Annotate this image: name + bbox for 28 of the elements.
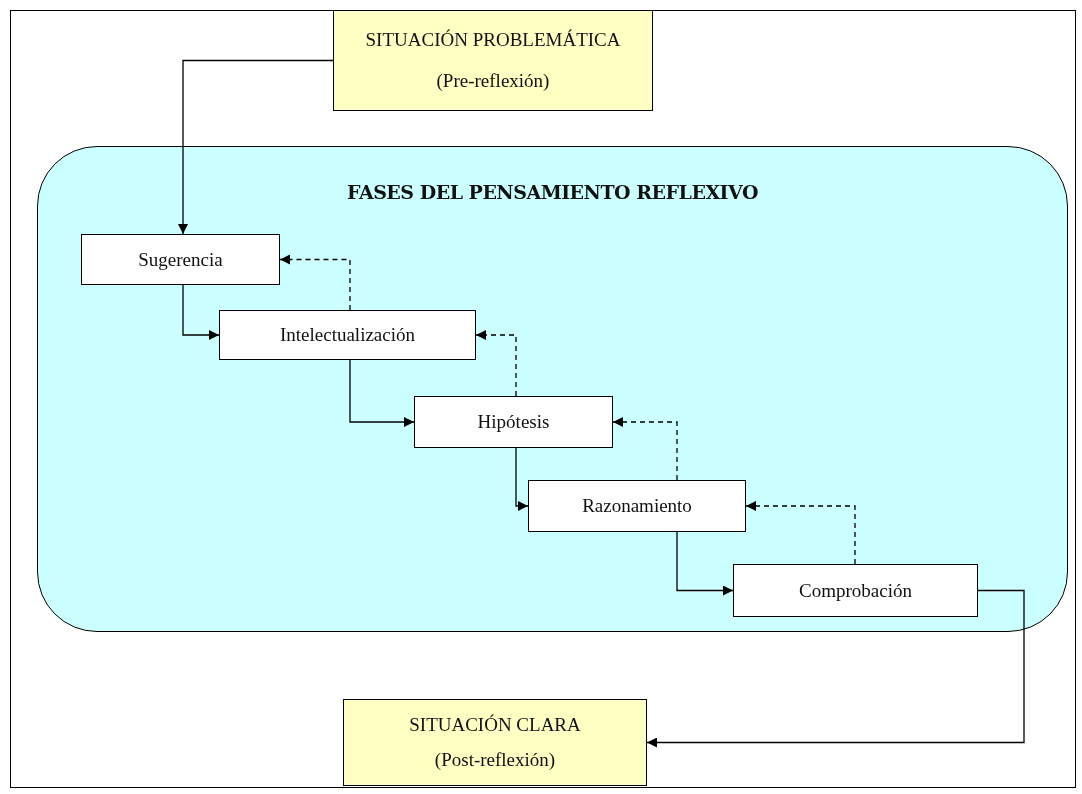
box-label: SITUACIÓN CLARA	[409, 714, 581, 737]
feedback-arrow	[612, 417, 678, 481]
arrow	[515, 447, 529, 511]
box-label: SITUACIÓN PROBLEMÁTICA	[365, 28, 621, 51]
arrow	[178, 59, 334, 235]
process-box	[81, 234, 280, 285]
box-label: Razonamiento	[582, 495, 692, 517]
box-label: Hipótesis	[477, 411, 550, 433]
feedback-arrow	[279, 254, 351, 311]
box-label: Sugerencia	[138, 248, 223, 271]
arrow	[182, 284, 220, 340]
process-box	[528, 480, 746, 532]
feedback-arrow	[745, 501, 856, 565]
group-heading: FASES DEL PENSAMIENTO REFLEXIVO	[347, 181, 758, 203]
arrow	[349, 359, 415, 427]
situation-box	[333, 10, 653, 111]
arrow	[646, 589, 1025, 748]
box-label: Intelectualización	[279, 324, 415, 346]
phase-container	[37, 146, 1068, 632]
box-label: Comprobación	[799, 579, 912, 602]
process-box	[414, 396, 613, 448]
situation-box	[343, 699, 647, 786]
process-box	[219, 310, 476, 360]
arrow	[676, 531, 734, 596]
subtitle: (Post-reflexión)	[434, 748, 556, 771]
feedback-arrow	[475, 330, 517, 397]
subtitle: (Pre-reflexión)	[436, 70, 550, 93]
process-box	[733, 564, 978, 617]
